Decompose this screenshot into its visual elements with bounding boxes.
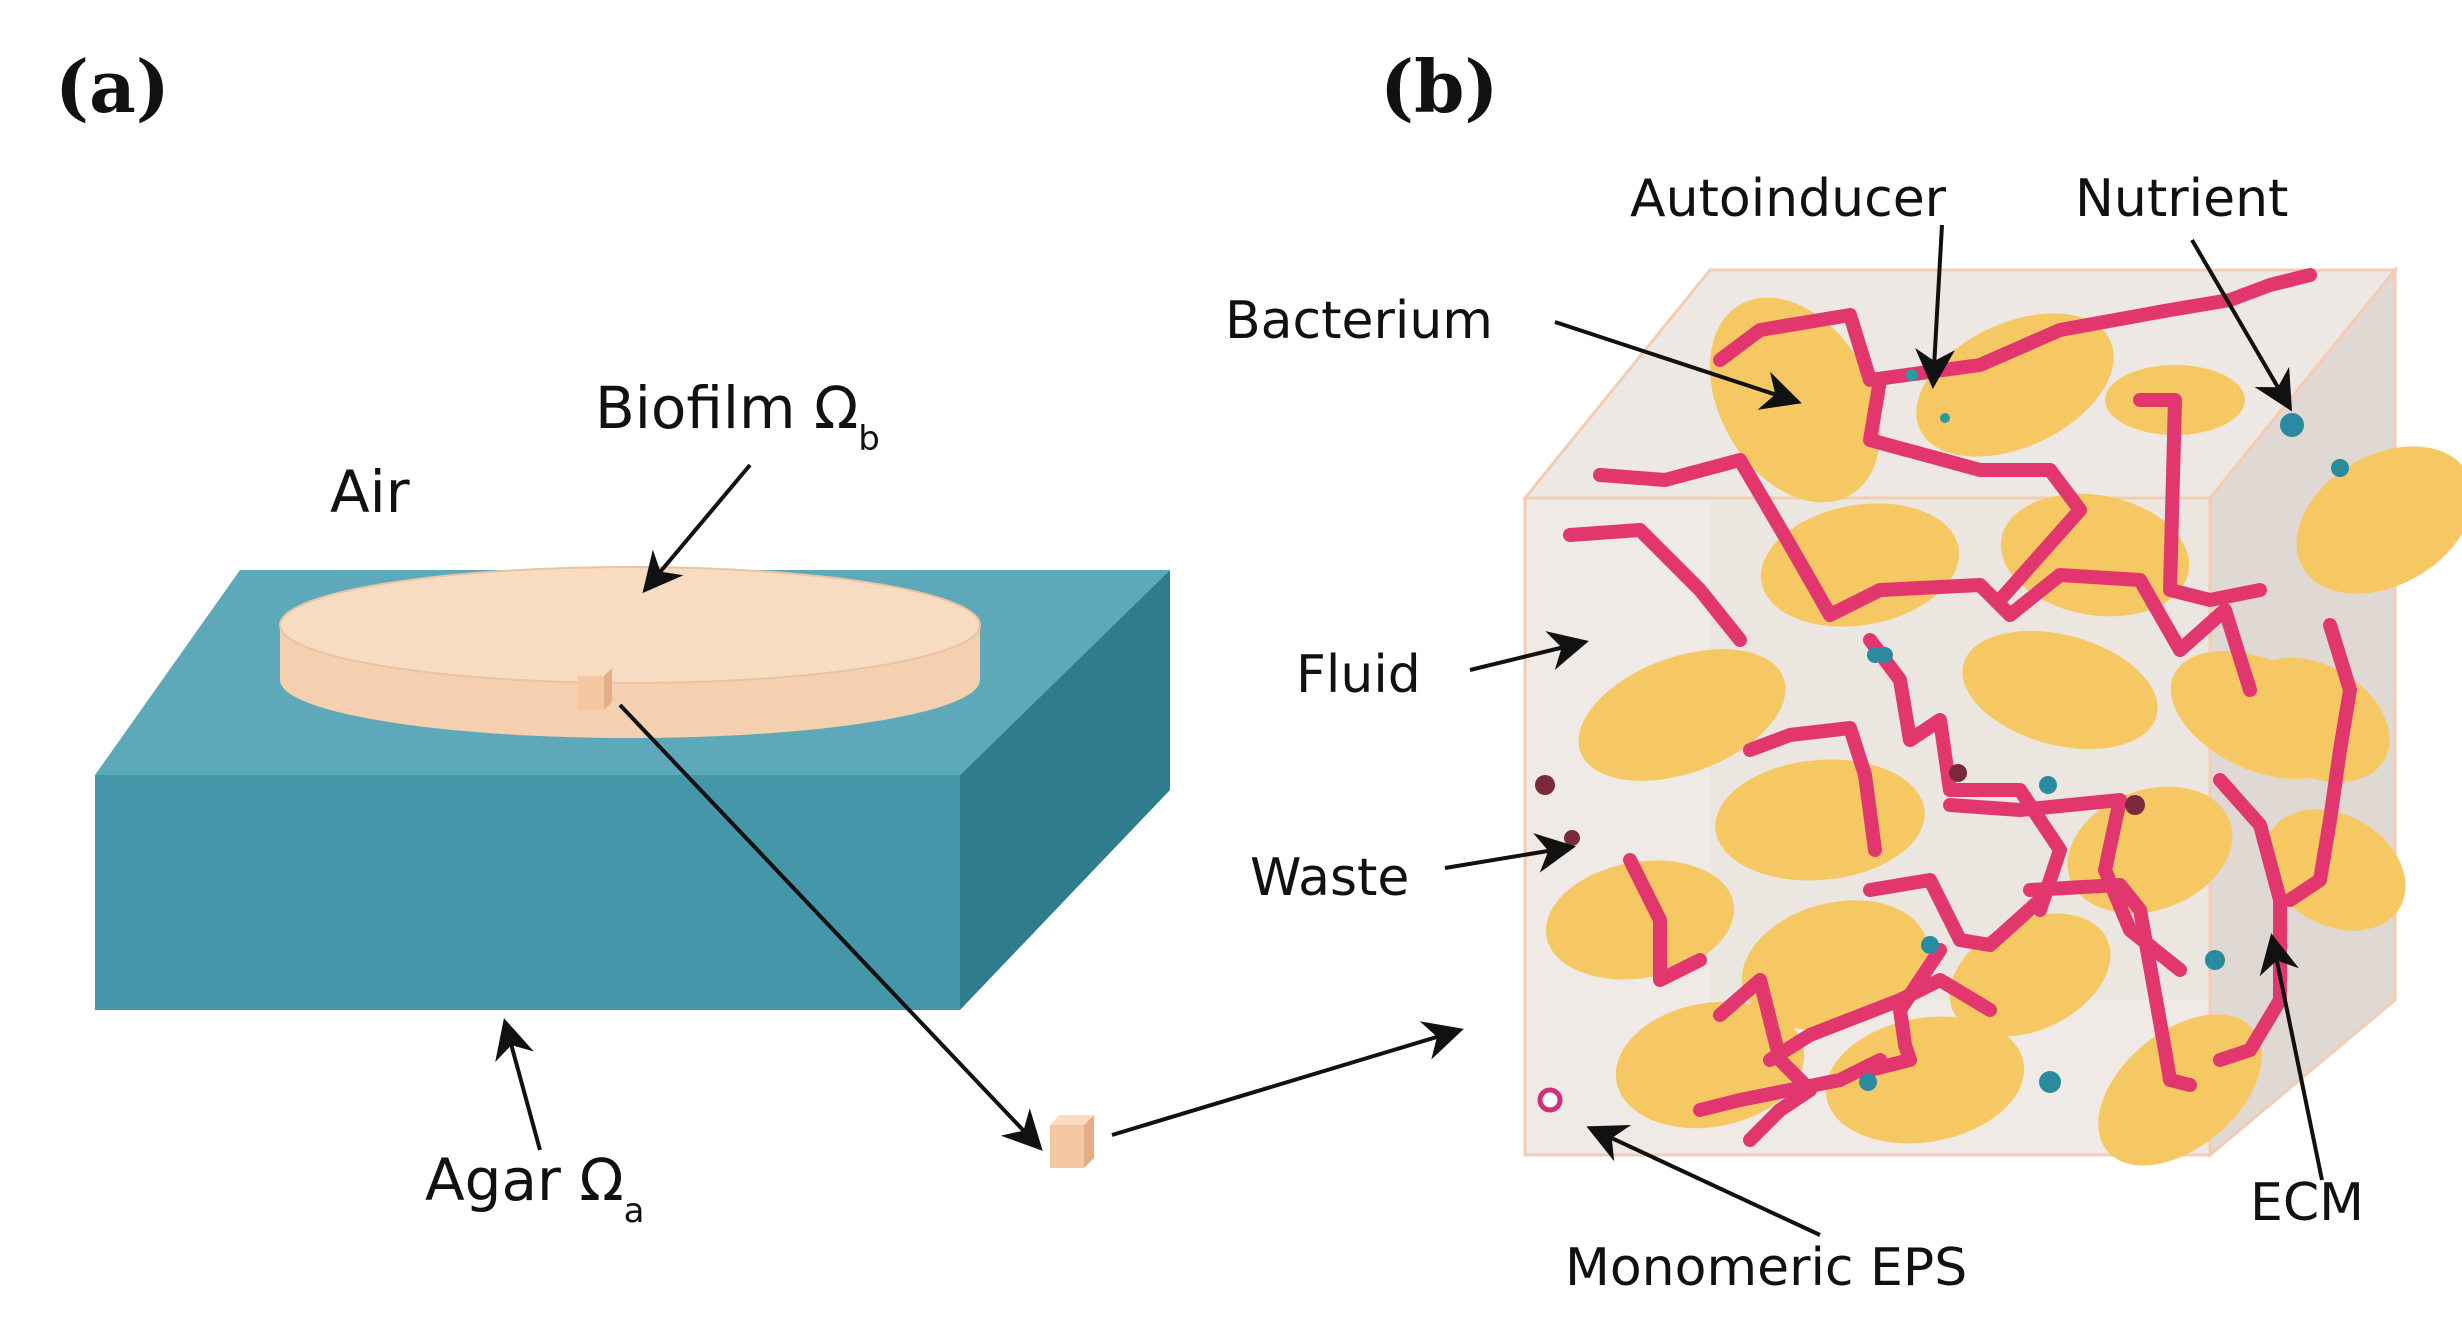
ecm-fiber <box>2283 618 2357 907</box>
biofilm-label: Biofilm Ωb <box>595 374 880 459</box>
nutrient-particle <box>2039 1071 2061 1093</box>
agar-arrow <box>495 1018 542 1151</box>
waste-particle <box>1564 830 1580 846</box>
nutrient-particle <box>2205 950 2225 970</box>
ecm-fiber <box>2023 878 2197 1092</box>
ecm-fiber <box>1623 853 1707 987</box>
monomeric-eps-arrow <box>1586 1125 1821 1237</box>
biofilm-arrow <box>642 463 752 594</box>
nutrient-particle <box>2331 459 2349 477</box>
agar-side-face <box>960 570 1170 1010</box>
zoom-arrow-down <box>618 703 1043 1151</box>
waste-arrow <box>1444 833 1576 873</box>
nutrient-particle <box>2039 776 2057 794</box>
panel-a-label: (a) <box>55 44 170 129</box>
fluid-arrow <box>1469 631 1589 672</box>
autoinducer-particle <box>1940 413 1950 423</box>
ecm-fiber <box>1863 373 2087 607</box>
biofilm-disc <box>279 566 981 738</box>
autoinducer-label: Autoinducer <box>1630 169 1947 229</box>
ecm-label: ECM <box>2250 1173 2364 1233</box>
nutrient-particle <box>2280 413 2304 437</box>
bacterium-shape <box>1760 503 1960 627</box>
autoinducer-particle <box>1906 369 1918 381</box>
ecm-fiber <box>1563 523 1747 647</box>
ecm-fiber <box>1713 268 2317 387</box>
zoom-arrow-right <box>1111 1021 1464 1137</box>
waste-particle <box>1949 764 1967 782</box>
bacterium-shape <box>1962 630 2158 750</box>
nutrient-particle <box>1921 936 1939 954</box>
nutrient-label: Nutrient <box>2075 169 2288 229</box>
monomeric-eps-label: Monomeric EPS <box>1565 1238 1967 1298</box>
ecm-fiber <box>2133 393 2267 607</box>
particles-group <box>1535 369 2349 1113</box>
biofilm-top <box>280 567 980 683</box>
ecm-arrow <box>2259 933 2324 1181</box>
waste-particle <box>1535 775 1555 795</box>
ecm-fiber <box>1693 1053 1887 1117</box>
nutrient-particle <box>1877 647 1893 663</box>
ecm-fiber <box>1763 973 1997 1067</box>
ecm-fiber <box>1743 721 1882 857</box>
panel-b-label: (b) <box>1380 44 1498 129</box>
bacterium-shape <box>1825 1016 2025 1144</box>
waste-label: Waste <box>1250 848 1409 908</box>
agar-front-face <box>95 775 960 1010</box>
bacterium-shape <box>1545 860 1735 980</box>
nutrient-particle <box>1859 1073 1877 1091</box>
sample-cube-zoomed <box>1050 1115 1094 1168</box>
ecm-fiber <box>1863 873 2047 952</box>
bacterium-shape <box>2296 446 2462 594</box>
autoinducer-arrow <box>1915 224 1955 389</box>
air-label: Air <box>330 458 410 526</box>
agar-label: Agar Ωa <box>425 1146 644 1231</box>
fluid-label: Fluid <box>1296 645 1421 705</box>
bacterium-label: Bacterium <box>1225 291 1493 351</box>
waste-particle <box>2125 795 2145 815</box>
bacterium-shape <box>1741 900 1929 1030</box>
bacterium-shape <box>1578 649 1786 781</box>
nutrient-arrow <box>2190 238 2293 412</box>
bacterium-shape <box>2098 1014 2262 1166</box>
sample-cube-small <box>578 668 612 710</box>
ecm-fiber <box>1593 453 2257 697</box>
ecm-fiber <box>1863 633 2067 917</box>
monomeric-eps-particle <box>1537 1087 1563 1113</box>
bacterium-shape <box>1916 313 2114 457</box>
bacterium-arrow <box>1554 320 1802 410</box>
ecm-fiber <box>1713 973 1817 1147</box>
